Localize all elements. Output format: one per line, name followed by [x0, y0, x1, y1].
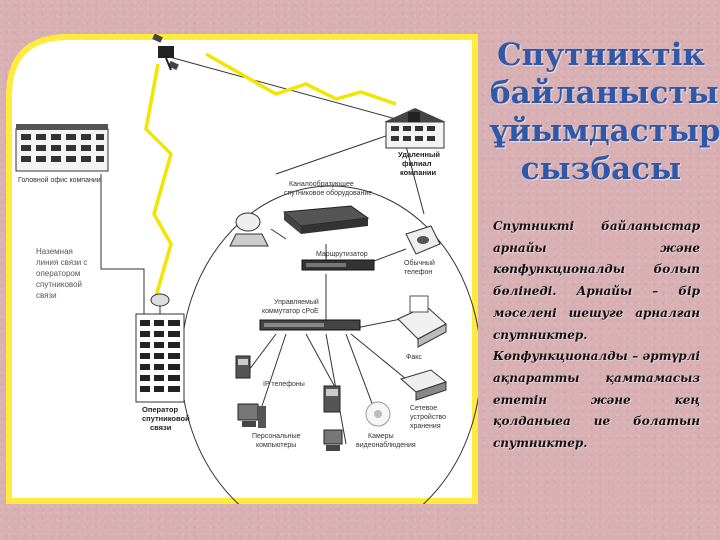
- router-label: Маршрутизатор: [316, 251, 368, 258]
- storage-label-2: устройство: [410, 413, 446, 421]
- phone-label-2: телефон: [404, 269, 432, 276]
- cameras-label-2: видеонаблюдения: [356, 441, 416, 449]
- computer-icon-2: [323, 429, 343, 451]
- phone-label-1: Обычный: [404, 259, 435, 267]
- slide-title: Спутниктік байланысты ұйымдастыру сызбас…: [490, 36, 720, 188]
- slide-title-line-1: Спутниктік: [497, 37, 705, 73]
- lightning-right: [205, 52, 397, 106]
- switch-label-1: Управляемый: [274, 298, 319, 306]
- phone-icon: [405, 225, 441, 255]
- slide-title-line-4: сызбасы: [520, 151, 682, 187]
- managed-switch-icon: [259, 319, 361, 331]
- ground-line-label-4: спутниковой: [36, 280, 82, 289]
- ground-line-label-5: связи: [36, 291, 57, 300]
- operator-label-3: связи: [150, 423, 172, 432]
- storage-label-3: хранения: [410, 423, 441, 430]
- operator-label-1: Оператор: [142, 405, 178, 414]
- fax-icon: [397, 295, 447, 348]
- ip-phone-icon: [235, 355, 251, 379]
- remote-branch-label-2: филиал: [402, 159, 432, 168]
- slide-title-line-2: байланысты: [490, 75, 719, 111]
- router-icon: [301, 259, 375, 271]
- head-office-label: Головной офис компании: [18, 176, 101, 184]
- remote-branch-label-3: компании: [400, 168, 437, 177]
- slide-body-text: Спутникті байланыстар арнайы және көпфун…: [493, 219, 700, 451]
- remote-branch-label-1: Удаленный: [398, 150, 440, 159]
- computers-label-2: компьютеры: [256, 442, 296, 449]
- ip-phone-icon-2: [323, 385, 341, 413]
- channel-equipment-label-1: Каналообразующее: [289, 180, 354, 188]
- slide-title-line-3: ұйымдастыру: [490, 113, 720, 149]
- switch-label-2: коммутатор сPoE: [262, 308, 319, 315]
- lightning-left: [144, 63, 173, 297]
- camera-icon: [365, 401, 391, 427]
- computers-label-1: Персональные: [252, 433, 301, 440]
- remote-branch-building-icon: [384, 108, 446, 149]
- computer-icon: [237, 403, 266, 428]
- storage-label-1: Сетевое: [410, 405, 437, 412]
- satellite-icon: [152, 34, 179, 71]
- ground-line-label-1: Наземная: [36, 247, 73, 256]
- operator-label-2: спутниковой: [142, 414, 190, 423]
- ground-line-label-3: оператором: [36, 269, 80, 278]
- operator-building-icon: [135, 293, 185, 403]
- diagram-svg: Головной офис компании Удаленный филиал …: [6, 34, 478, 504]
- satellite-dish-icon: [229, 212, 269, 247]
- network-storage-icon: [399, 369, 448, 401]
- cameras-label-1: Камеры: [368, 433, 394, 440]
- fax-label: Факс: [406, 354, 422, 361]
- channel-equipment-label-2: спутниковое оборудование: [284, 189, 372, 197]
- network-diagram: Головной офис компании Удаленный филиал …: [6, 34, 478, 504]
- ground-line-label-2: линия связи с: [36, 258, 87, 267]
- head-office-building-icon: [15, 124, 109, 172]
- diagram-frame: [6, 34, 478, 504]
- satellite-modem-icon: [282, 205, 370, 234]
- ip-phones-label: IP телефоны: [263, 381, 305, 388]
